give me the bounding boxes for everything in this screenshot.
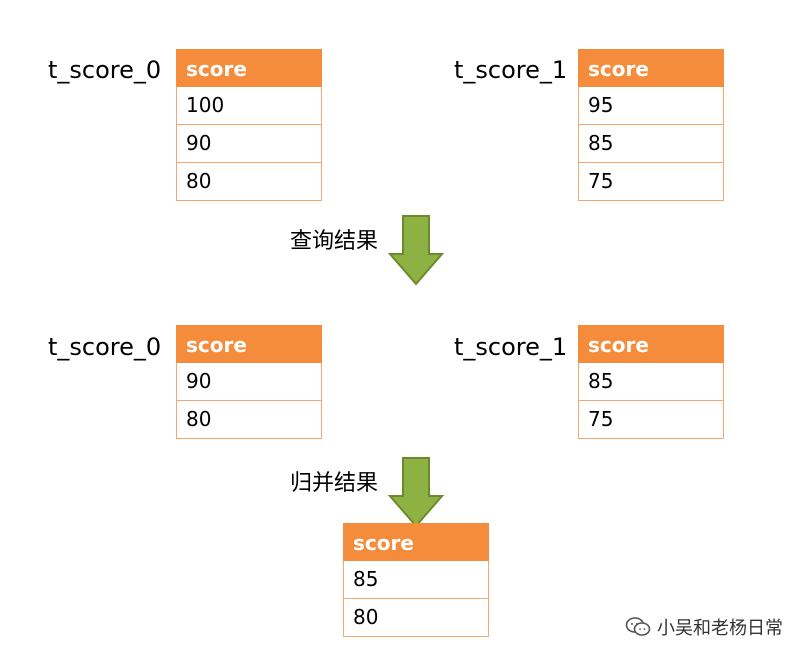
watermark-text: 小吴和老杨日常 xyxy=(657,618,783,639)
table-header: score xyxy=(578,49,724,87)
mid-right-table-name: t_score_1 xyxy=(454,333,568,361)
query-result-caption: 查询结果 xyxy=(290,229,379,254)
table-cell: 75 xyxy=(578,163,724,201)
table-cell: 80 xyxy=(176,163,322,201)
table-cell: 85 xyxy=(578,125,724,163)
table-cell: 75 xyxy=(578,401,724,439)
table-header: score xyxy=(176,325,322,363)
table-header: score xyxy=(343,523,489,561)
table-cell: 85 xyxy=(578,363,724,401)
table-cell: 100 xyxy=(176,87,322,125)
table-header: score xyxy=(578,325,724,363)
table-cell: 90 xyxy=(176,125,322,163)
top-right-table: score 95 85 75 xyxy=(578,49,724,201)
watermark: 小吴和老杨日常 xyxy=(625,614,783,640)
table-header: score xyxy=(176,49,322,87)
top-right-table-name: t_score_1 xyxy=(454,56,568,84)
mid-right-table: score 85 75 xyxy=(578,325,724,439)
down-arrow-icon xyxy=(388,215,444,286)
table-cell: 80 xyxy=(176,401,322,439)
top-left-table: score 100 90 80 xyxy=(176,49,322,201)
table-cell: 85 xyxy=(343,561,489,599)
wechat-icon xyxy=(625,617,651,636)
down-arrow-icon xyxy=(388,457,444,528)
table-cell: 90 xyxy=(176,363,322,401)
top-left-table-name: t_score_0 xyxy=(48,56,162,84)
mid-left-table: score 90 80 xyxy=(176,325,322,439)
mid-left-table-name: t_score_0 xyxy=(48,333,162,361)
table-cell: 95 xyxy=(578,87,724,125)
table-cell: 80 xyxy=(343,599,489,637)
result-table: score 85 80 xyxy=(343,523,489,637)
merge-result-caption: 归并结果 xyxy=(290,471,379,496)
